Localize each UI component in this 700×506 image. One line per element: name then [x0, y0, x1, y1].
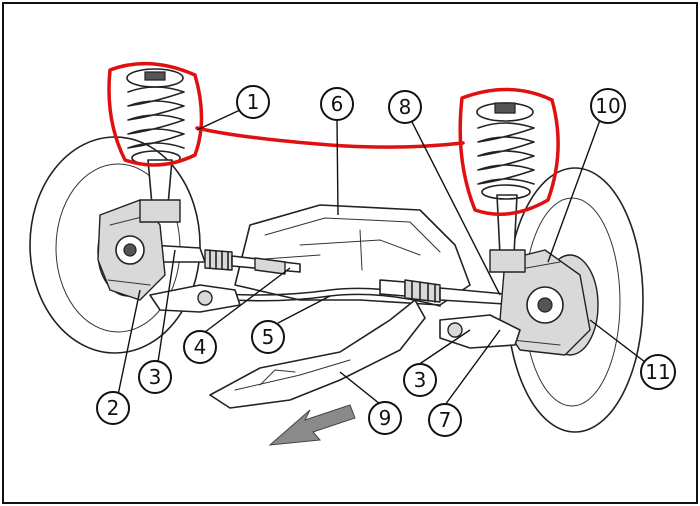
right-spring-highlight [458, 87, 560, 216]
callout-3-left: 3 [138, 360, 172, 394]
callout-5: 5 [251, 320, 285, 354]
left-coil-spring [126, 68, 185, 166]
callout-5-label: 5 [262, 325, 275, 349]
callout-9-label: 9 [379, 406, 392, 430]
callout-11-label: 11 [645, 360, 670, 384]
lower-brace [209, 299, 426, 409]
callout-8: 8 [388, 90, 422, 124]
callout-7: 7 [428, 403, 462, 437]
callout-10-label: 10 [595, 94, 620, 118]
right-lower-control-arm [439, 314, 521, 349]
callout-4-label: 4 [194, 335, 207, 359]
callout-11: 11 [640, 354, 676, 390]
left-knuckle [97, 199, 166, 301]
callout-1: 1 [236, 85, 270, 119]
callout-2: 2 [96, 391, 130, 425]
callout-9: 9 [368, 401, 402, 435]
leader-lines [117, 109, 646, 409]
callout-3-right: 3 [403, 363, 437, 397]
left-spring-highlight [107, 61, 204, 167]
left-strut [139, 159, 181, 223]
callout-6-label: 6 [331, 92, 344, 116]
callout-8-label: 8 [399, 95, 412, 119]
callout-10: 10 [590, 88, 626, 124]
callout-3-left-label: 3 [149, 365, 162, 389]
left-halfshaft [149, 244, 301, 275]
right-knuckle [499, 249, 591, 356]
front-direction-arrow-icon [268, 404, 356, 446]
callout-1-label: 1 [247, 90, 260, 114]
callout-2-label: 2 [107, 396, 120, 420]
callout-6: 6 [320, 87, 354, 121]
right-strut [489, 194, 526, 273]
right-coil-spring [476, 102, 535, 200]
callout-7-label: 7 [439, 408, 452, 432]
callout-4: 4 [183, 330, 217, 364]
callout-3-right-label: 3 [414, 368, 427, 392]
